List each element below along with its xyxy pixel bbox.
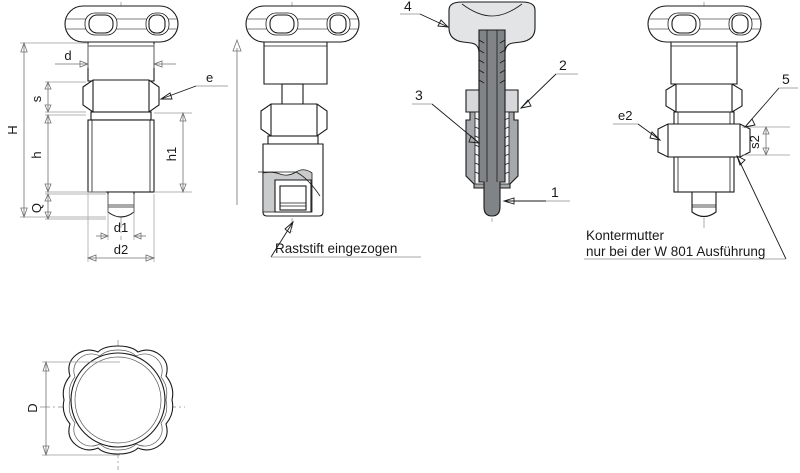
retraction-direction-arrow [232, 38, 242, 205]
view-3-section: 4 2 3 1 [400, 0, 578, 222]
dim-label-d: d [64, 48, 71, 63]
dim-label-e2: e2 [618, 108, 632, 123]
dimension-H: H [5, 41, 106, 219]
dim-label-s2: s2 [747, 135, 762, 149]
dimension-Q: Q [29, 192, 106, 221]
dim-label-h1: h1 [164, 147, 179, 161]
view1-threaded-barrel [87, 111, 155, 193]
dim-label-e: e [206, 70, 213, 85]
view2-barrel-cutaway [258, 135, 324, 217]
leader-e2: e2 [613, 108, 662, 141]
dim-label-D: D [25, 403, 40, 412]
callout-label-4: 4 [404, 0, 412, 14]
view1-knob-hub [87, 41, 155, 82]
view1-star-knob [64, 5, 179, 43]
view2-hex-nut [260, 103, 328, 137]
view-1-front-dimensioned: H s h [5, 2, 228, 262]
note-leader-raststift [270, 220, 421, 258]
callout-label-1: 1 [551, 184, 559, 200]
view4-threaded-barrel [673, 156, 735, 193]
dimension-d2: d2 [86, 194, 156, 262]
callout-label-3: 3 [415, 87, 423, 103]
view4-hex-nut-upper [665, 83, 743, 113]
callout-3: 3 [412, 87, 481, 144]
dim-label-h: h [29, 151, 44, 158]
star-knob-bore [70, 352, 166, 448]
view-5-top-star-knob: D [25, 340, 185, 470]
view4-knob-hub [670, 41, 738, 85]
dim-label-H: H [5, 125, 20, 134]
view1-hex-nut [82, 79, 160, 113]
view-2-retracted: Raststift eingezogen [232, 2, 421, 258]
note-leader-kontermutter [584, 155, 787, 260]
dimension-s2: s2 [742, 125, 790, 157]
view-4-locknut: e2 s2 5 [584, 2, 798, 260]
callout-4: 4 [400, 0, 450, 28]
note-kontermutter-line2: nur bei der W 801 Ausführung [586, 244, 765, 259]
callout-label-5: 5 [782, 71, 790, 87]
view2-star-knob [245, 5, 360, 43]
callout-1: 1 [502, 184, 570, 205]
dim-label-s: s [29, 95, 44, 102]
dimension-h1: h1 [154, 111, 192, 194]
view4-star-knob [647, 5, 762, 43]
dimension-d: d [55, 44, 176, 68]
note-kontermutter-line1: Kontermutter [586, 228, 665, 243]
callout-5: 5 [743, 71, 798, 128]
dimension-d1: d1 [96, 194, 146, 240]
section-plunger-pin [478, 29, 506, 217]
note-raststift-eingezogen: Raststift eingezogen [275, 241, 397, 256]
callout-label-2: 2 [559, 57, 567, 73]
callout-2: 2 [519, 57, 578, 109]
dimension-h: h [29, 113, 106, 194]
leader-e: e [159, 70, 228, 100]
view1-plunger-pin [107, 191, 135, 218]
dimension-s: s [29, 80, 86, 114]
view4-plunger-pin [691, 191, 717, 218]
dim-label-Q: Q [29, 203, 44, 213]
view2-knob-hub [263, 41, 328, 85]
dim-label-d2: d2 [114, 242, 128, 257]
dimension-D: D [25, 360, 120, 457]
pin-thread-marks [478, 39, 506, 84]
view4-lock-nut [657, 123, 751, 158]
dim-label-d1: d1 [114, 220, 128, 235]
